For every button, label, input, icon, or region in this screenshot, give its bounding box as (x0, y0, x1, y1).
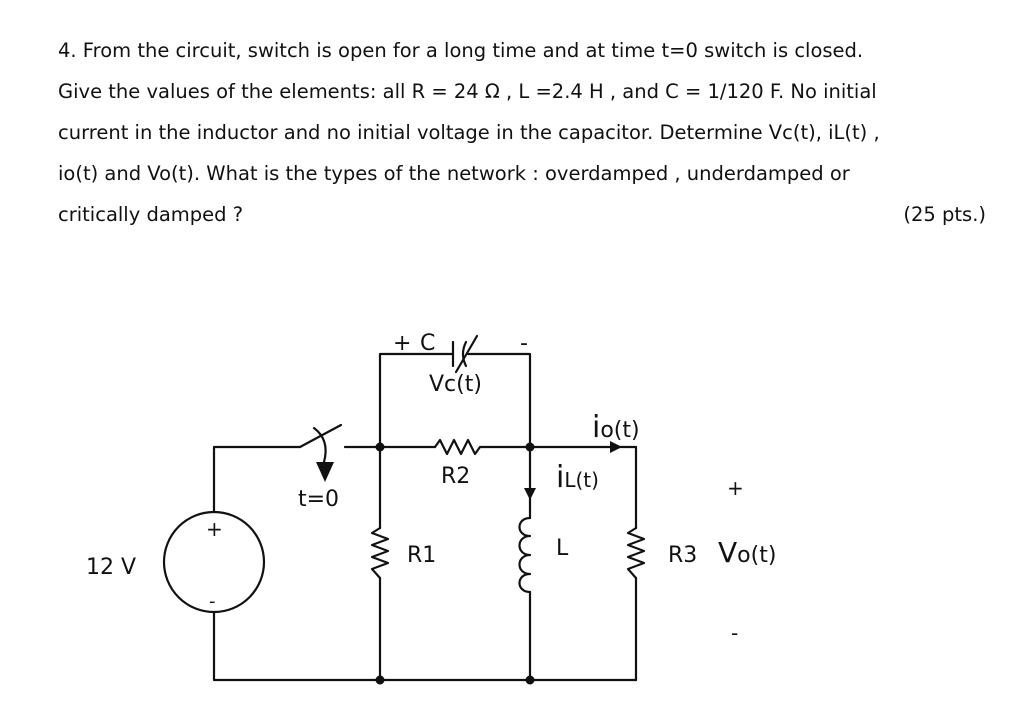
node-dot-2 (525, 442, 535, 452)
vo-label: Vo(t) (718, 536, 776, 569)
wire-source-bottom (212, 610, 638, 682)
cap-minus-label: - (520, 331, 528, 356)
wire-cap-right (466, 352, 532, 449)
source-minus: - (209, 591, 216, 612)
r1-label: R1 (407, 543, 436, 568)
io-arrowhead (610, 441, 622, 453)
points-label: (25 pts.) (903, 203, 986, 226)
voltage-source (162, 510, 266, 614)
il-label: iL(t) (556, 460, 599, 495)
question-line-3: current in the inductor and no initial v… (58, 121, 880, 144)
resistor-r1 (370, 526, 390, 580)
question-line-5: critically damped ? (25 pts.) (58, 194, 988, 235)
cap-voltage-label: Vc(t) (429, 372, 482, 397)
capacitor-plate-right (461, 340, 468, 368)
node-dot-3 (375, 675, 385, 685)
vo-plus-label: + (727, 476, 744, 500)
r3-label: R3 (668, 543, 697, 568)
il-arrowhead (524, 488, 536, 500)
node-dot-1 (375, 442, 385, 452)
switch-label: t=0 (298, 487, 339, 512)
resistor-r2 (433, 438, 485, 456)
io-label: io(t) (592, 410, 640, 445)
inductor-label: L (556, 536, 569, 561)
question-line-2: Give the values of the elements: all R =… (58, 80, 877, 103)
source-plus: + (206, 517, 223, 541)
cap-plus-label: + (393, 331, 411, 356)
question-line-4: io(t) and Vo(t). What is the types of th… (58, 162, 850, 185)
question-line-5-text: critically damped ? (58, 203, 244, 226)
switch-arrowhead (316, 462, 334, 482)
wire-r2-to-node (481, 445, 638, 530)
node-dot-4 (525, 675, 535, 685)
switch-arrow-arc (312, 426, 327, 464)
question-text: 4. From the circuit, switch is open for … (58, 30, 988, 235)
inductor-coil (518, 516, 532, 594)
capacitor-arrow (454, 334, 479, 374)
wire-source-top (212, 445, 302, 514)
cap-label: C (420, 331, 435, 356)
resistor-r3 (626, 526, 646, 580)
source-label: 12 V (86, 555, 136, 580)
r2-label: R2 (441, 464, 470, 489)
wire-cap-left (378, 352, 455, 449)
question-line-1: 4. From the circuit, switch is open for … (58, 39, 864, 62)
vo-minus-label: - (731, 621, 738, 645)
